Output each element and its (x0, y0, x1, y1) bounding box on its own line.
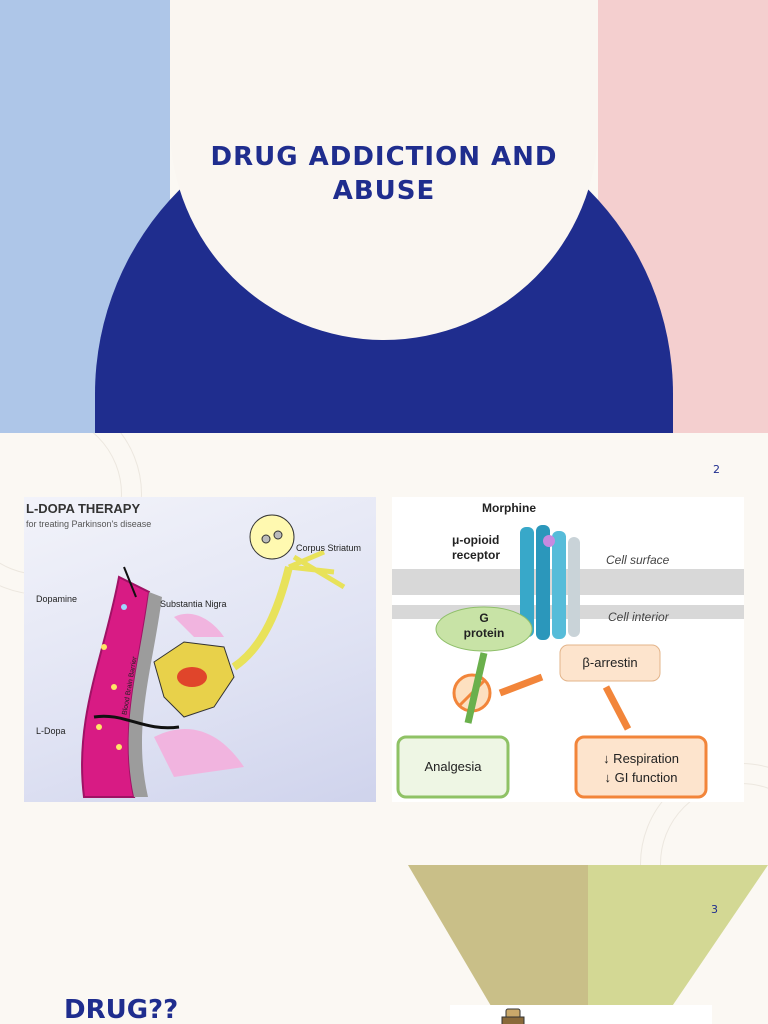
label-corpus-striatum: Corpus Striatum (296, 543, 362, 553)
label-dopamine: Dopamine (36, 594, 78, 604)
title-slide: DRUG ADDICTION AND ABUSE (0, 0, 768, 433)
label-morphine: Morphine (482, 501, 536, 515)
label-ldopa: L-Dopa (36, 726, 66, 736)
slide-title: DRUG ADDICTION AND ABUSE (170, 140, 598, 208)
slide-title-line-2: ABUSE (332, 176, 436, 206)
morphine-illustration (392, 525, 744, 799)
label-analgesia: Analgesia (424, 759, 482, 774)
label-cell-surface: Cell surface (606, 553, 670, 567)
drug-slide: 3 DRUG?? (0, 865, 768, 1024)
page-number: 3 (711, 903, 718, 916)
g-protein-line-1: G (479, 611, 489, 625)
bottle-icon (501, 1008, 525, 1024)
olive-triangle (408, 865, 588, 1024)
cream-circle (170, 0, 598, 340)
receptor-line-2: receptor (452, 548, 501, 562)
slide-title-line-1: DRUG ADDICTION AND (210, 142, 558, 172)
figures-slide: 2 L-DOPA THERAPY for treating Parkinson'… (0, 433, 768, 865)
image-placeholder (450, 1005, 712, 1024)
label-g-protein: G protein (444, 611, 524, 641)
label-respiration-gi: ↓ Respiration ↓ GI function (576, 749, 706, 787)
gi-function-line: ↓ GI function (604, 770, 678, 785)
g-protein-line-2: protein (463, 626, 505, 640)
label-cell-interior: Cell interior (608, 610, 669, 624)
ldopa-therapy-figure: L-DOPA THERAPY for treating Parkinson's … (24, 497, 376, 802)
lime-triangle (588, 865, 768, 1024)
ldopa-heading: L-DOPA THERAPY (26, 501, 141, 516)
respiration-line: ↓ Respiration (603, 751, 679, 766)
ldopa-illustration (81, 514, 346, 798)
page-number: 2 (713, 463, 720, 476)
receptor-line-1: μ-opioid (452, 533, 500, 547)
ldopa-subheading: for treating Parkinson's disease (26, 519, 152, 529)
label-beta-arrestin: β-arrestin (582, 655, 638, 670)
drug-title: DRUG?? (64, 995, 179, 1024)
label-mu-opioid-receptor: μ-opioid receptor (452, 533, 500, 563)
label-substantia-nigra: Substantia Nigra (160, 599, 227, 609)
morphine-receptor-figure: Morphine μ-opioid receptor Cell surface … (392, 497, 744, 802)
